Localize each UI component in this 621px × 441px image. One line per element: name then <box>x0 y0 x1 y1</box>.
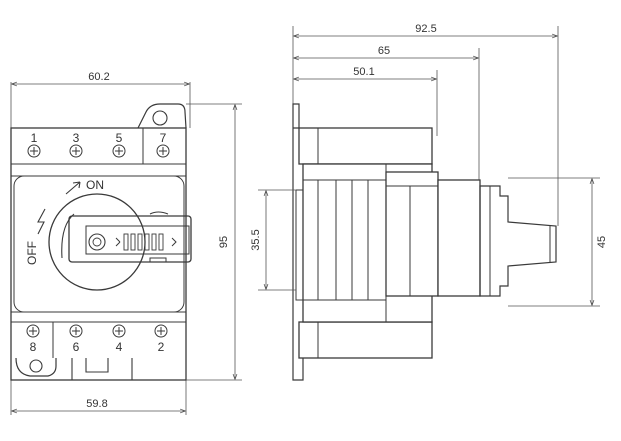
terminal-label-2: 2 <box>158 340 165 354</box>
dim-side-rail-height: 35.5 <box>250 191 266 289</box>
top-mounting-hole <box>152 110 168 126</box>
din-rail <box>295 189 303 301</box>
off-arrow-icon <box>37 208 46 235</box>
handle-grip-ridges <box>123 233 164 251</box>
front-view: 60.2 1 3 5 7 8 <box>10 71 242 415</box>
on-arrow-icon <box>65 181 81 195</box>
dim-side-depth-body: 50.1 <box>294 66 436 79</box>
terminal-label-4: 4 <box>116 340 123 354</box>
side-view: 92.5 65 50.1 <box>250 23 608 381</box>
dim-label-65: 65 <box>378 45 390 57</box>
bottom-terminal-screws <box>26 324 168 338</box>
dim-label-59-8: 59.8 <box>86 398 107 410</box>
top-terminal-screws <box>27 144 170 158</box>
rotary-handle <box>48 193 192 291</box>
dim-label-50-1: 50.1 <box>353 66 374 78</box>
top-mounting-tab <box>137 103 187 129</box>
terminal-label-3: 3 <box>73 131 80 145</box>
side-upper-block <box>298 127 433 165</box>
terminal-label-8: 8 <box>30 340 37 354</box>
dim-side-depth-mid: 65 <box>294 45 478 58</box>
dim-side-depth-overall: 92.5 <box>294 23 557 36</box>
dim-label-95: 95 <box>218 236 230 248</box>
bottom-mounting-tab <box>15 357 57 377</box>
side-knob-base <box>437 179 481 297</box>
terminal-label-6: 6 <box>73 340 80 354</box>
dim-front-width-bottom: 59.8 <box>12 398 185 411</box>
on-label: ON <box>86 178 104 192</box>
dim-label-45: 45 <box>596 236 608 248</box>
dim-label-60-2: 60.2 <box>88 71 109 83</box>
off-label: OFF <box>25 241 39 265</box>
terminal-label-5: 5 <box>116 131 123 145</box>
side-handle <box>479 185 557 297</box>
dim-front-width-top: 60.2 <box>12 71 189 84</box>
dim-side-knob-height: 45 <box>592 179 608 305</box>
on-indicator: ON <box>65 178 104 195</box>
side-lower-block <box>298 321 433 359</box>
dim-label-92-5: 92.5 <box>415 23 436 35</box>
din-clip <box>71 358 133 380</box>
side-knob-housing <box>385 171 439 297</box>
dim-label-35-5: 35.5 <box>250 229 262 250</box>
terminal-label-1: 1 <box>31 131 38 145</box>
off-indicator: OFF <box>25 208 46 265</box>
dim-front-height: 95 <box>218 105 235 379</box>
terminal-label-7: 7 <box>160 131 167 145</box>
